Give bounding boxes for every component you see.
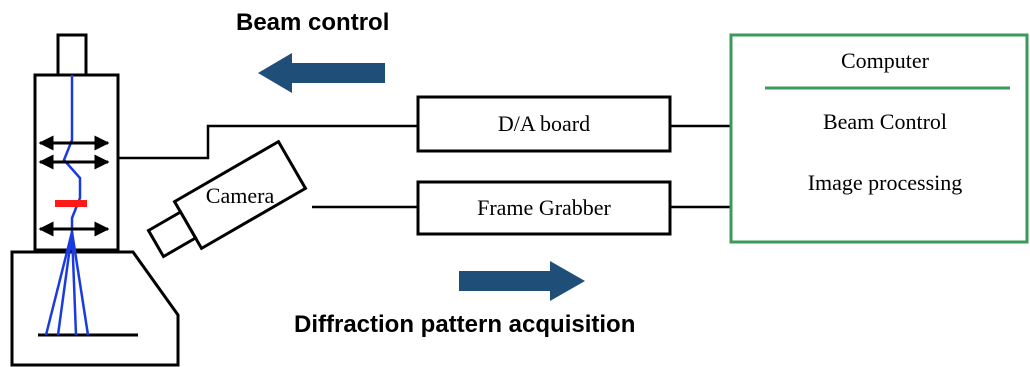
wire-microscope-to-da-board: [118, 124, 418, 160]
da-board-box: D/A board: [416, 95, 672, 153]
camera-label: Camera: [206, 183, 275, 208]
beam-control-title: Beam control: [236, 9, 389, 36]
diffraction-title: Diffraction pattern acquisition: [294, 311, 635, 338]
camera: Camera: [146, 139, 308, 259]
diffracted-beams: [44, 231, 90, 336]
microscope-chamber: [10, 250, 180, 367]
acquisition-arrow: [459, 261, 585, 301]
microscope: [10, 33, 180, 367]
computer-box: Computer Beam Control Image processing: [729, 33, 1029, 244]
beam-control-arrow: [258, 53, 385, 93]
sample-marker: [55, 200, 87, 207]
electron-gun: [56, 33, 88, 77]
computer-image-processing: Image processing: [808, 170, 963, 195]
frame-grabber-label: Frame Grabber: [477, 195, 611, 220]
computer-title: Computer: [841, 48, 930, 73]
frame-grabber-box: Frame Grabber: [416, 180, 672, 236]
camera-lens: [146, 209, 198, 259]
da-board-label: D/A board: [498, 111, 590, 136]
computer-beam-control: Beam Control: [823, 109, 947, 134]
